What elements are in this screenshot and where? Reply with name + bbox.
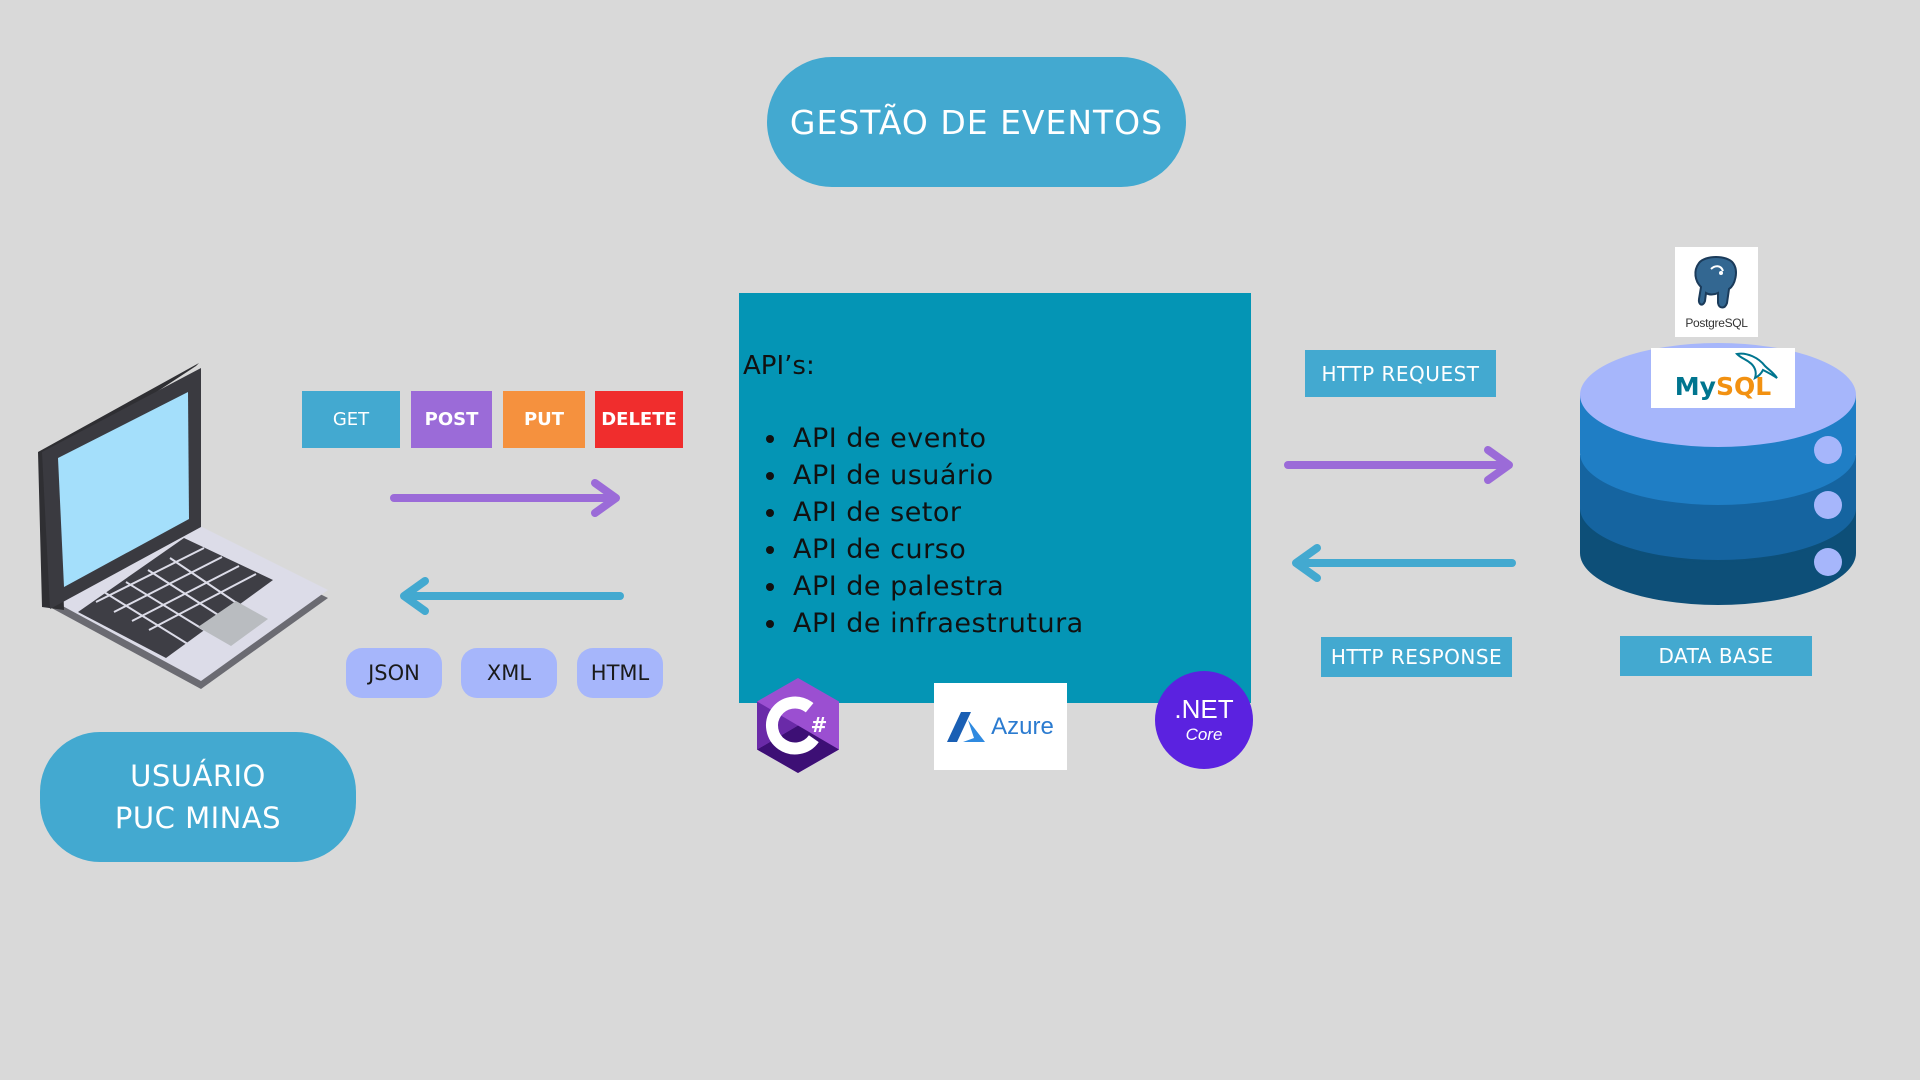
- api-item: API de curso: [789, 531, 1084, 568]
- api-title: API’s:: [743, 351, 815, 381]
- api-item: API de palestra: [789, 568, 1084, 605]
- dotnet-label: .NET: [1174, 694, 1234, 724]
- api-list: API de evento API de usuário API de seto…: [763, 420, 1084, 642]
- user-label-line2: PUC MINAS: [114, 801, 282, 835]
- database-label: DATA BASE: [1620, 636, 1812, 676]
- api-box: [739, 293, 1251, 703]
- azure-logo: Azure: [934, 683, 1067, 770]
- http-request-arrow: [1284, 446, 1513, 484]
- mysql-logo: MySQL: [1651, 348, 1795, 408]
- http-response-label: HTTP RESPONSE: [1321, 637, 1512, 677]
- mysql-label-sql: SQL: [1715, 372, 1772, 401]
- postgresql-logo: PostgreSQL: [1675, 247, 1758, 337]
- format-json: JSON: [346, 648, 442, 698]
- diagram-title: GESTÃO DE EVENTOS: [767, 57, 1186, 187]
- postgresql-label: PostgreSQL: [1685, 316, 1748, 330]
- dolphin-icon: [1734, 352, 1778, 380]
- csharp-logo-icon: #: [757, 678, 839, 773]
- mysql-label: MySQL: [1651, 372, 1795, 401]
- request-arrow: [390, 479, 620, 517]
- api-item: API de evento: [789, 420, 1084, 457]
- svg-text:#: #: [811, 713, 828, 737]
- dotnet-core-logo: .NET Core: [1155, 671, 1253, 769]
- format-xml: XML: [461, 648, 557, 698]
- method-get: GET: [302, 391, 400, 448]
- user-label: USUÁRIO PUC MINAS: [40, 732, 356, 862]
- response-arrow: [400, 577, 624, 615]
- dotnet-core-label: Core: [1185, 725, 1223, 744]
- api-item: API de infraestrutura: [789, 605, 1084, 642]
- elephant-icon: [1694, 256, 1737, 309]
- http-response-arrow: [1292, 544, 1516, 582]
- method-put: PUT: [503, 391, 585, 448]
- mysql-label-my: My: [1674, 372, 1716, 401]
- method-delete: DELETE: [595, 391, 683, 448]
- azure-label: Azure: [991, 712, 1054, 740]
- laptop-icon: [38, 363, 328, 689]
- format-html: HTML: [577, 648, 663, 698]
- api-item: API de setor: [789, 494, 1084, 531]
- azure-icon: [947, 711, 986, 742]
- api-item: API de usuário: [789, 457, 1084, 494]
- user-label-line1: USUÁRIO: [130, 759, 266, 793]
- method-post: POST: [411, 391, 492, 448]
- http-request-label: HTTP REQUEST: [1305, 350, 1496, 397]
